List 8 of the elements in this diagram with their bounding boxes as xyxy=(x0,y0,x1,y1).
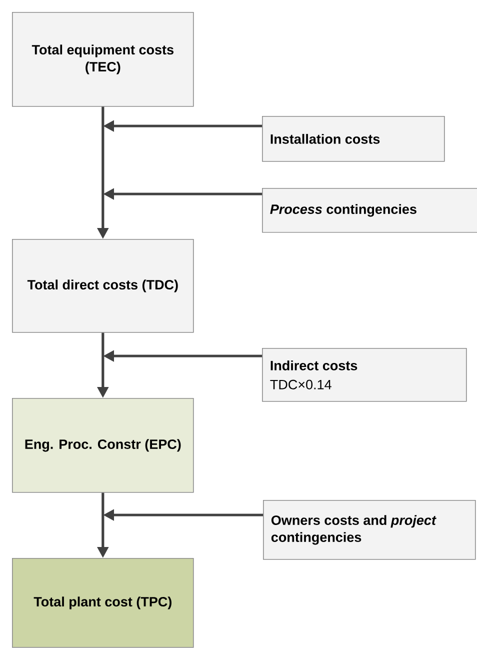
cost-box: Total equipment costs (TEC) xyxy=(12,12,194,107)
cost-box: Indirect costs TDC×0.14 xyxy=(262,348,467,402)
cost-box: Owners costs and project contingencies xyxy=(263,500,476,560)
cost-box: Eng. Proc. Constr (EPC) xyxy=(12,398,194,493)
cost-box: Process contingencies xyxy=(262,188,477,233)
cost-box: Total direct costs (TDC) xyxy=(12,239,194,333)
cost-box: Installation costs xyxy=(262,116,445,162)
cost-box: Total plant cost (TPC) xyxy=(12,558,194,648)
